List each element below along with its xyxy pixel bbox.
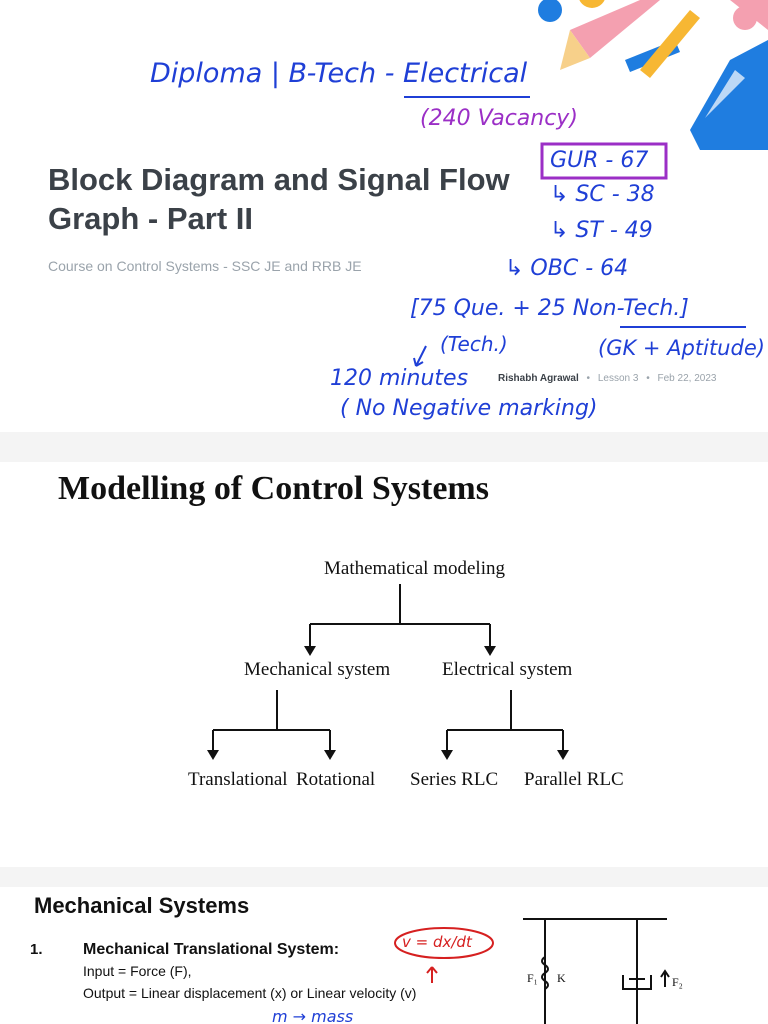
section-heading: Mechanical Translational System: bbox=[83, 941, 340, 958]
course-subtitle[interactable]: Course on Control Systems - SSC JE and R… bbox=[48, 258, 362, 274]
annotation-duration: 120 minutes bbox=[330, 366, 469, 391]
stationery-illustration bbox=[538, 0, 768, 150]
slide-mechanical-systems: Mechanical Systems 1. Mechanical Transla… bbox=[0, 887, 768, 1024]
lesson-meta: Rishabh Agrawal • Lesson 3 • Feb 22, 202… bbox=[498, 373, 716, 384]
meta-separator: • bbox=[646, 373, 650, 384]
lesson-number: Lesson 3 bbox=[597, 373, 639, 384]
annotation-tech: (Tech.) bbox=[440, 332, 508, 356]
node-translational: Translational bbox=[188, 769, 288, 790]
annotation-course-level: Diploma | B-Tech - Electrical bbox=[150, 58, 528, 89]
node-rotational: Rotational bbox=[296, 769, 376, 790]
annotation-obc: ↳ OBC - 64 bbox=[505, 256, 629, 281]
input-definition: Input = Force (F), bbox=[83, 963, 192, 979]
slide-title: Mechanical Systems bbox=[34, 893, 250, 918]
annotation-mass: m → mass bbox=[272, 1007, 354, 1024]
annotation-underline bbox=[404, 96, 530, 98]
annotation-sc: ↳ SC - 38 bbox=[550, 182, 655, 207]
node-electrical-system: Electrical system bbox=[442, 659, 573, 680]
annotation-gur: GUR - 67 bbox=[550, 148, 649, 173]
hierarchy-connectors bbox=[207, 584, 569, 760]
annotation-underline bbox=[620, 326, 746, 328]
annotation-vacancy: (240 Vacancy) bbox=[420, 106, 578, 131]
arrow-icon bbox=[426, 966, 438, 983]
author-name[interactable]: Rishabh Agrawal bbox=[498, 373, 579, 384]
item-number: 1. bbox=[30, 941, 43, 958]
node-parallel-rlc: Parallel RLC bbox=[524, 769, 624, 790]
annotation-questions: [75 Que. + 25 Non-Tech.] bbox=[410, 296, 689, 321]
node-mathematical-modeling: Mathematical modeling bbox=[324, 558, 505, 579]
spring-force-label: F₁ bbox=[527, 971, 538, 985]
spring-damper-figure bbox=[523, 918, 670, 1024]
node-series-rlc: Series RLC bbox=[410, 769, 499, 790]
slide-modelling: Modelling of Control Systems Mathematica… bbox=[0, 462, 768, 867]
lesson-date: Feb 22, 2023 bbox=[657, 373, 717, 384]
card-divider bbox=[0, 867, 768, 887]
arrow-icon bbox=[413, 345, 427, 367]
card-divider bbox=[0, 432, 768, 462]
lesson-title[interactable]: Block Diagram and Signal Flow Graph - Pa… bbox=[48, 162, 510, 236]
annotation-gk: (GK + Aptitude) bbox=[598, 336, 765, 360]
output-definition: Output = Linear displacement (x) or Line… bbox=[83, 985, 417, 1001]
lesson-card[interactable]: Block Diagram and Signal Flow Graph - Pa… bbox=[0, 0, 768, 432]
spring-constant-label: K bbox=[557, 971, 566, 985]
damper-force-label: F₂ bbox=[672, 975, 683, 989]
annotation-velocity: v = dx/dt bbox=[402, 933, 472, 951]
slide-title: Modelling of Control Systems bbox=[58, 470, 489, 507]
annotation-gur-box bbox=[540, 142, 668, 180]
meta-separator: • bbox=[586, 373, 591, 384]
annotation-circle bbox=[394, 927, 494, 959]
node-mechanical-system: Mechanical system bbox=[244, 659, 391, 680]
annotation-negative-marking: ( No Negative marking) bbox=[340, 396, 598, 421]
annotation-st: ↳ ST - 49 bbox=[550, 218, 653, 243]
